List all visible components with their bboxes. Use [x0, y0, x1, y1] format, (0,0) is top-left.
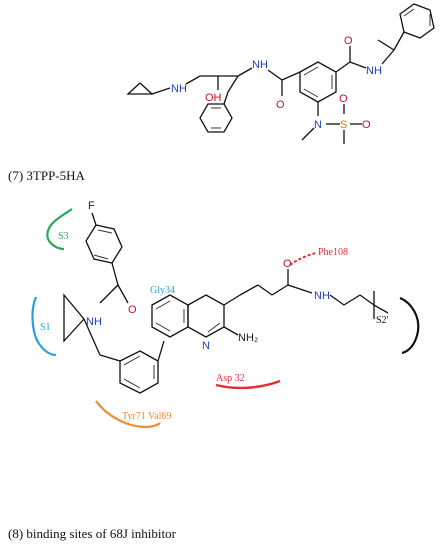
cyclopropyl-ring [126, 82, 154, 95]
atom-f: F [88, 200, 95, 212]
label-s3: S3 [58, 231, 69, 242]
bond [123, 378, 141, 389]
molecule-68j: S3 S1 S2' Asp 32 Tyr71 Val69 Gly34 Phe10… [31, 200, 420, 429]
label-gly34: Gly34 [150, 285, 175, 296]
site-arc-tyr-val [95, 400, 161, 429]
bond [303, 66, 319, 76]
atom-o-right: O [283, 258, 292, 270]
bond [281, 71, 301, 81]
bond [223, 326, 239, 336]
bond [185, 75, 201, 85]
molecule-3tpp-5ha: NH OH NH O O NH [126, 3, 435, 144]
atom-s: S [340, 119, 347, 131]
bond [237, 67, 253, 77]
bond [99, 284, 119, 304]
bond [99, 354, 121, 362]
central-benzene [299, 61, 337, 103]
atom-n-sulf: N [314, 119, 322, 131]
bond [267, 69, 283, 81]
hbond-phe108 [289, 252, 317, 266]
atom-nh-mid: NH [252, 59, 268, 71]
bond [393, 31, 405, 51]
bond [117, 284, 129, 304]
atom-o-s1: O [339, 93, 348, 105]
bond [239, 284, 259, 296]
atom-nh-left: NH [86, 316, 102, 328]
atom-o-left: O [276, 99, 285, 111]
phenyl-ring-bottom [119, 350, 159, 394]
atom-nh-right: NH [366, 65, 382, 77]
bond [97, 229, 113, 234]
label-s2p: S2' [376, 315, 389, 326]
atom-o-top: O [344, 35, 353, 47]
atom-nh-right: NH [314, 290, 330, 302]
bond [381, 49, 395, 65]
atom-nh-left: NH [171, 83, 187, 95]
caption-3tpp-5ha: (7) 3TPP-5HA [8, 168, 85, 183]
bond [111, 262, 119, 286]
bond [377, 39, 395, 51]
label-phe108: Phe108 [318, 247, 348, 258]
bond [287, 284, 313, 294]
bond [349, 61, 367, 69]
atom-o-amide: O [128, 304, 137, 316]
quinoline-pyridine-ring [187, 294, 225, 338]
bond [207, 322, 221, 333]
bond [343, 294, 361, 306]
site-arc-s1 [31, 296, 57, 357]
atom-n-ring: N [202, 340, 210, 352]
bond [155, 322, 171, 332]
label-s1: S1 [40, 322, 51, 333]
bond [329, 294, 345, 306]
bond [359, 294, 375, 306]
bond [83, 318, 101, 356]
phenyl-ring-right [399, 3, 435, 39]
bond [301, 127, 315, 141]
bond [155, 300, 171, 310]
label-tyr-val: Tyr71 Val69 [122, 411, 171, 422]
site-arc-s3 [46, 208, 73, 251]
label-asp32: Asp 32 [216, 373, 245, 384]
fluorophenyl-ring [85, 224, 123, 264]
atom-nh2: NH₂ [238, 332, 258, 344]
bond [91, 212, 97, 226]
bond [223, 294, 241, 306]
bond [271, 284, 289, 296]
atom-o-s2: O [362, 119, 371, 131]
bond [403, 8, 415, 17]
bond [335, 61, 351, 73]
site-arc-s2p [399, 296, 420, 355]
bond [373, 304, 389, 314]
bond [223, 91, 229, 105]
bond [303, 88, 319, 98]
bond [157, 340, 165, 362]
bond [227, 75, 239, 93]
cyclopropane-ring [63, 293, 85, 343]
bond [123, 355, 141, 366]
bond [93, 254, 109, 260]
bond [151, 87, 171, 95]
site-arc-asp32 [215, 379, 281, 390]
bond [257, 284, 273, 296]
caption-68j-binding-sites: (8) binding sites of 68J inhibitor [8, 526, 176, 541]
atom-oh: OH [205, 92, 222, 104]
